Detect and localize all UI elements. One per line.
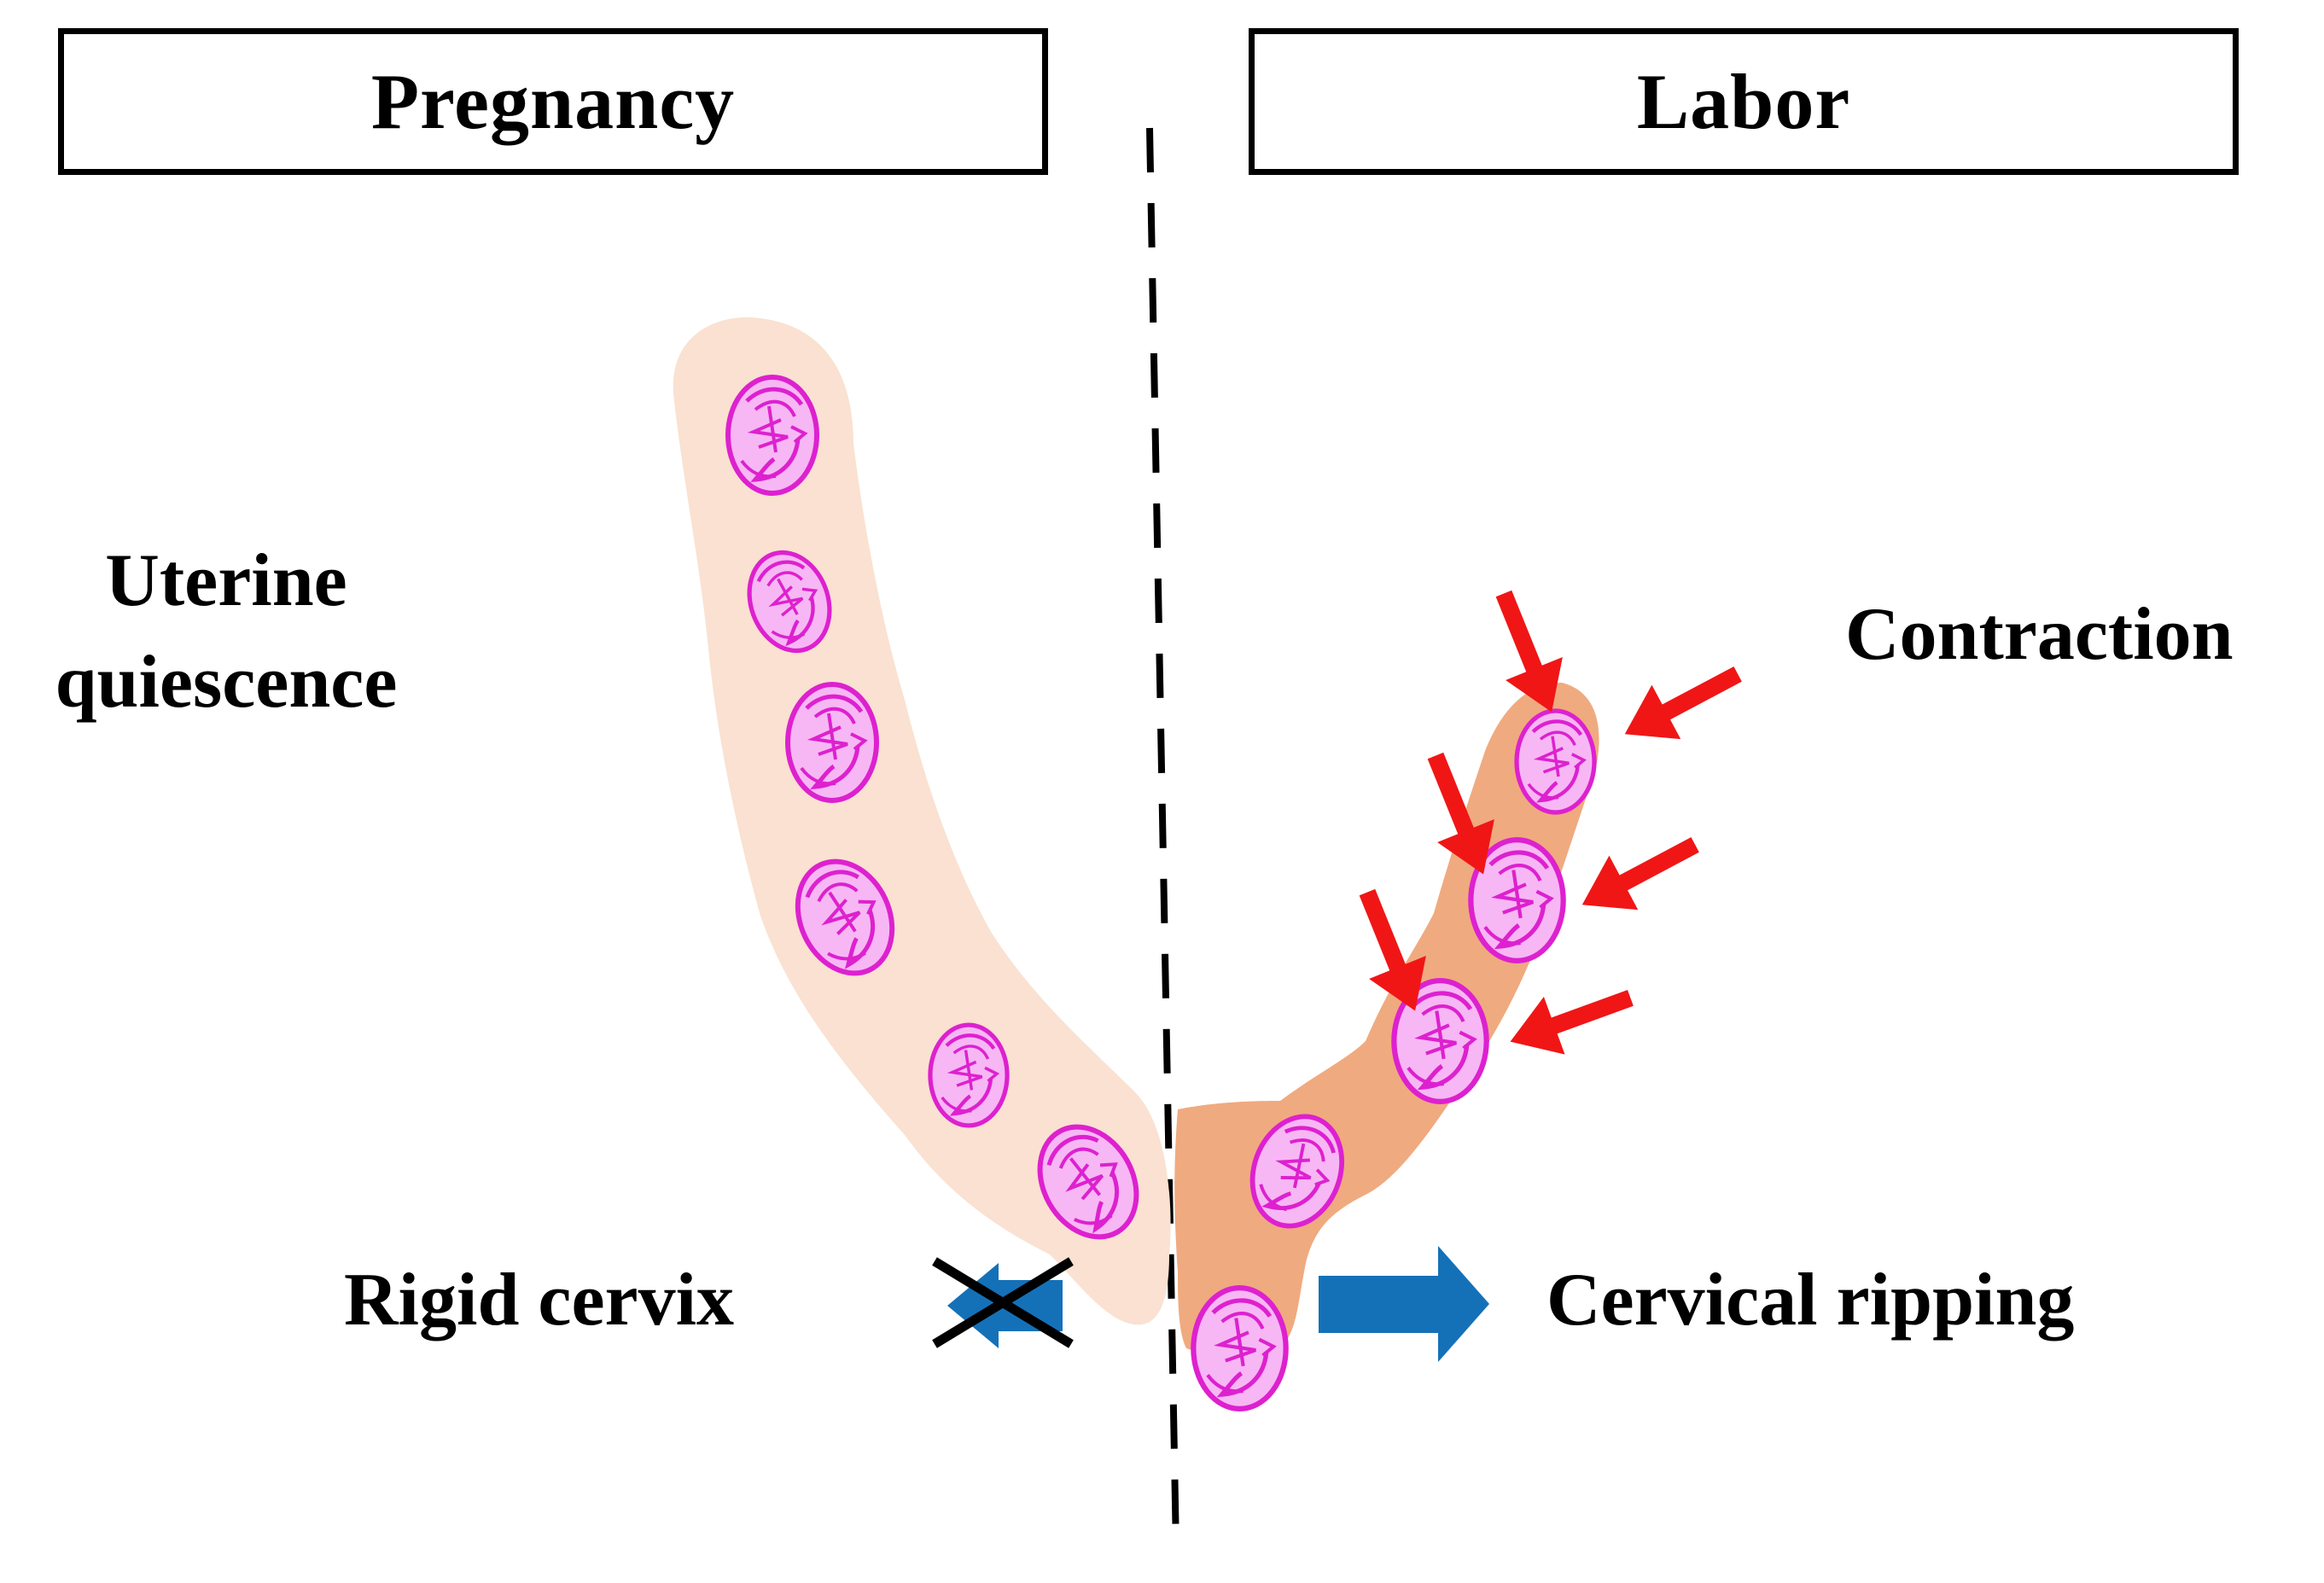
header-pregnancy-box: Pregnancy: [58, 28, 1048, 175]
header-labor-label: Labor: [1636, 58, 1851, 145]
header-pregnancy-label: Pregnancy: [370, 58, 736, 145]
cervical-ripping-label: Cervical ripping: [1546, 1259, 2075, 1341]
uterine-line1: Uterine: [105, 539, 347, 622]
header-labor-box: Labor: [1249, 28, 2239, 175]
fetus-icon: [788, 684, 877, 800]
blue-arrow-icon: [1319, 1246, 1489, 1362]
rigid-cervix-label: Rigid cervix: [344, 1259, 735, 1341]
blocked-arrow-icon: [932, 1257, 1074, 1348]
contraction-label: Contraction: [1845, 593, 2234, 676]
fetus-icon: [930, 1025, 1007, 1126]
uterine-line2: quiescence: [55, 640, 398, 724]
red-arrow-icon: [1610, 647, 1753, 761]
red-arrow-icon: [1567, 818, 1710, 932]
fetus-icon: [728, 377, 817, 493]
fetus-icon: [1193, 1288, 1285, 1409]
red-arrow-icon: [1500, 969, 1641, 1071]
fetus-icon: [1517, 711, 1594, 812]
uterine-quiescence-label: Uterine quiescence: [13, 531, 440, 734]
divider-dashed-line: [1146, 127, 1179, 1550]
